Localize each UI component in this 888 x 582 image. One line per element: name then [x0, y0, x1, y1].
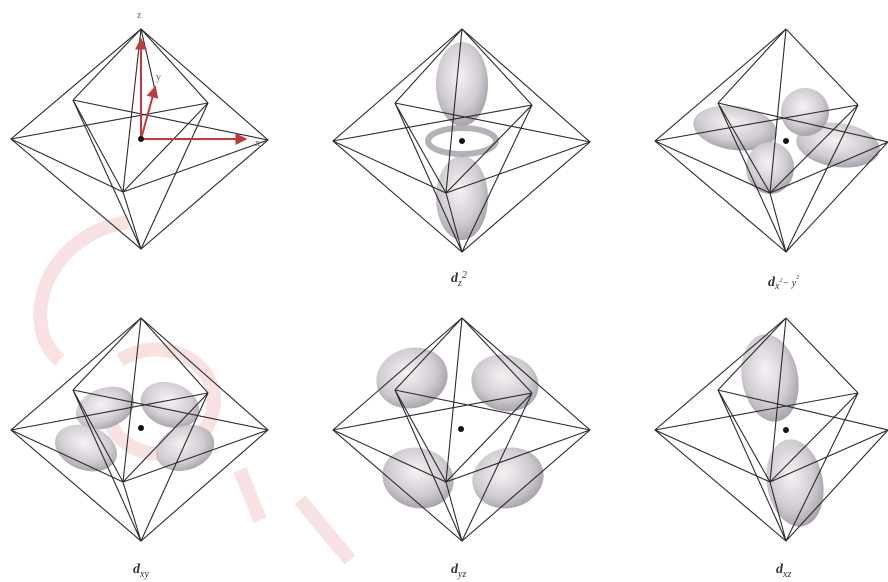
nucleus-dot	[783, 427, 789, 433]
dyz-panel: dyz	[333, 318, 590, 580]
dxz-lobes	[735, 330, 830, 531]
nucleus-dot	[138, 136, 144, 142]
caption-dxz: dxz	[776, 562, 791, 580]
caption-dz2: dz2	[451, 270, 467, 289]
octahedron-axes-panel: z y x	[11, 10, 268, 249]
dz2-top-lobe	[436, 42, 488, 126]
nucleus-dot	[783, 138, 789, 144]
dxz-panel: dxz	[655, 318, 888, 580]
axis-label-z: z	[137, 10, 142, 21]
nucleus-dot	[138, 425, 144, 431]
dxz-lobe-top	[735, 330, 805, 426]
dx2y2-panel: dx2− y2	[655, 29, 888, 292]
dx2y2-lobe-back	[781, 88, 829, 136]
caption-dx2y2: dx2− y2	[768, 275, 799, 292]
dyz-lobe-top-left	[369, 340, 454, 417]
caption-dxy: dxy	[133, 562, 149, 580]
dz2-bottom-lobe	[436, 156, 488, 240]
nucleus-dot	[458, 426, 464, 432]
dz2-panel: dz2	[333, 29, 590, 289]
nucleus-dot	[459, 138, 465, 144]
axis-label-y: y	[156, 72, 161, 83]
caption-dyz: dyz	[451, 562, 466, 580]
watermark	[40, 222, 350, 560]
dyz-lobe-bottom-right	[465, 440, 550, 517]
axis-label-x: x	[255, 138, 260, 149]
dyz-lobe-top-right	[465, 347, 545, 419]
